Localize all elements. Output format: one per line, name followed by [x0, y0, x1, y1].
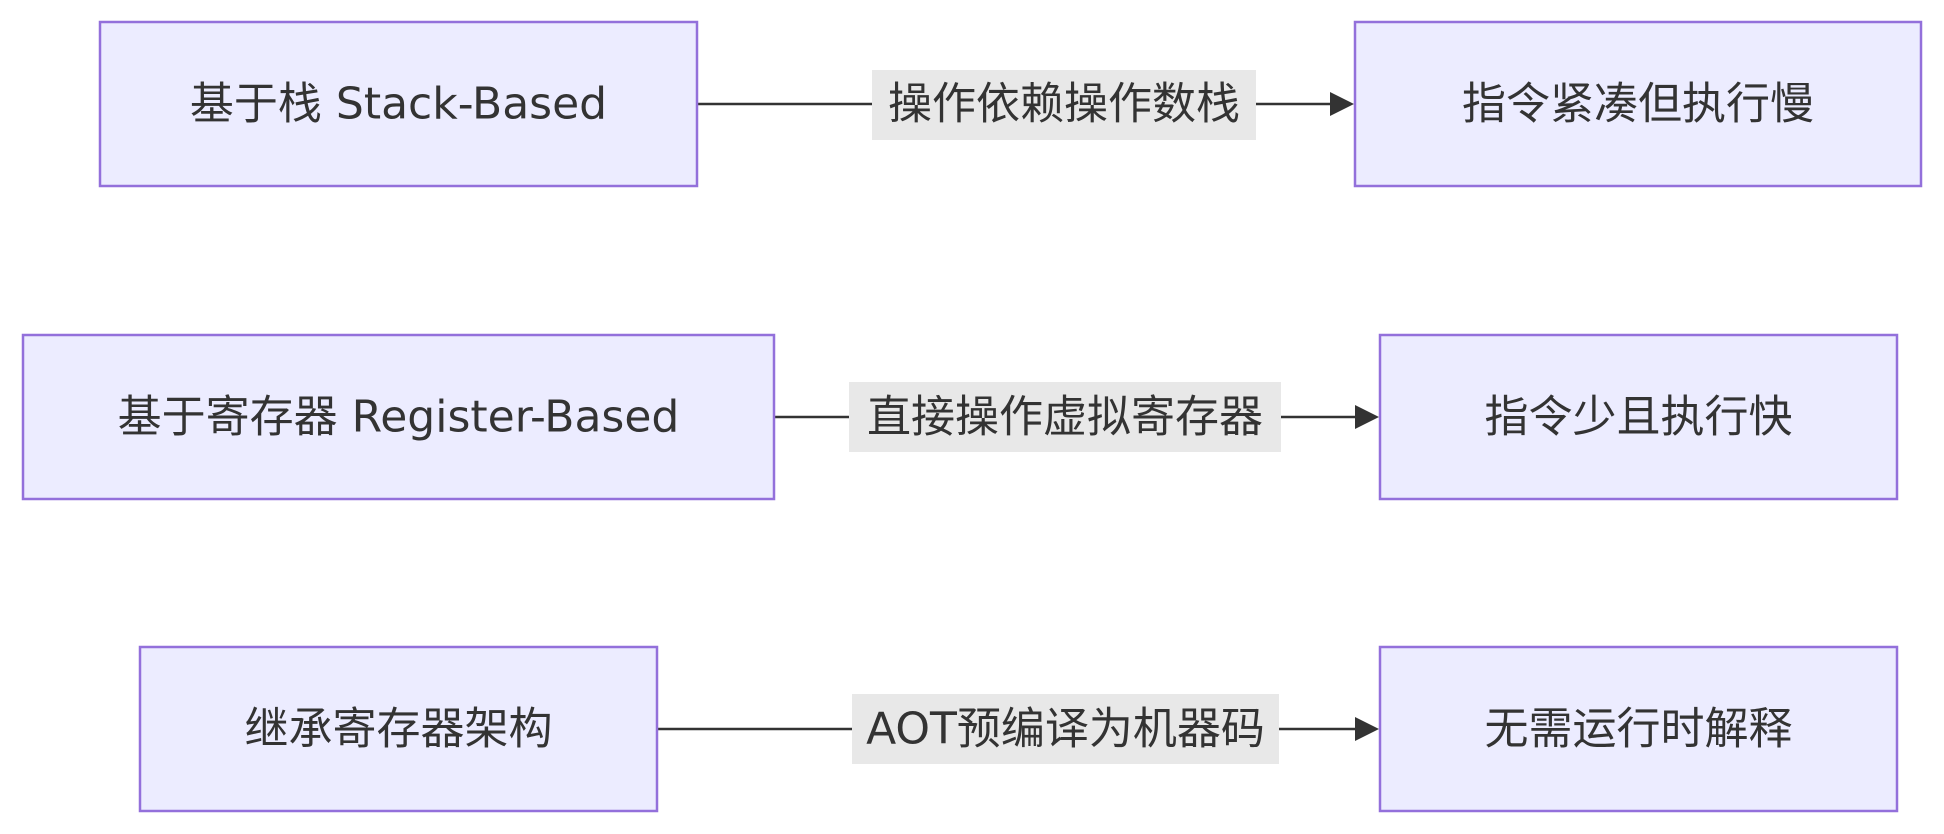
- node-register-based-label: 基于寄存器 Register-Based: [118, 392, 680, 443]
- edge-label-text-2: AOT预编译为机器码: [866, 704, 1265, 755]
- node-inherit-result: 无需运行时解释: [1378, 645, 1899, 813]
- node-stack-result-label: 指令紧凑但执行慢: [1462, 79, 1814, 130]
- arrowhead-2: [1355, 717, 1379, 741]
- edge-row-0: 操作依赖操作数栈: [697, 70, 1354, 140]
- node-inherit-register-label: 继承寄存器架构: [245, 704, 553, 755]
- node-register-result: 指令少且执行快: [1378, 333, 1899, 501]
- edge-label-bg-1: [849, 382, 1281, 452]
- node-stack-result: 指令紧凑但执行慢: [1353, 20, 1923, 188]
- node-inherit-result-label: 无需运行时解释: [1485, 704, 1793, 755]
- node-register-based: 基于寄存器 Register-Based: [21, 333, 776, 501]
- edge-label-bg-2: [852, 694, 1279, 764]
- node-stack-based-label: 基于栈 Stack-Based: [190, 79, 607, 130]
- node-inherit-register: 继承寄存器架构: [138, 645, 659, 813]
- node-stack-based: 基于栈 Stack-Based: [98, 20, 699, 188]
- edge-label-2: AOT预编译为机器码: [852, 694, 1279, 764]
- edge-label-bg-0: [872, 70, 1256, 140]
- edge-label-text-1: 直接操作虚拟寄存器: [867, 392, 1263, 443]
- edge-label-text-0: 操作依赖操作数栈: [888, 79, 1240, 130]
- node-register-result-label: 指令少且执行快: [1485, 392, 1793, 443]
- edge-row-2: AOT预编译为机器码: [657, 694, 1379, 764]
- edge-label-1: 直接操作虚拟寄存器: [849, 382, 1281, 452]
- arrowhead-1: [1355, 405, 1379, 429]
- arrowhead-0: [1330, 92, 1354, 116]
- edge-row-1: 直接操作虚拟寄存器: [774, 382, 1379, 452]
- edge-label-0: 操作依赖操作数栈: [872, 70, 1256, 140]
